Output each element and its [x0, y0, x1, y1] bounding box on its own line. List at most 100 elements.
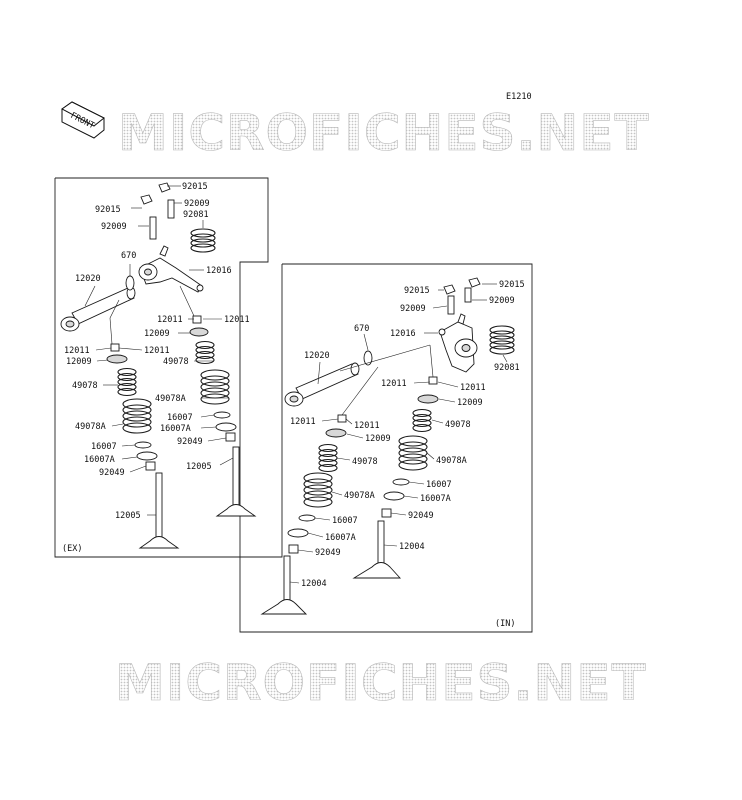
intake-label: (IN): [495, 619, 515, 629]
intake-part-label: 16007A: [420, 494, 451, 504]
intake-frame: [239, 263, 533, 633]
intake-outer-spring: [398, 435, 428, 471]
exhaust-part-label: 12011: [144, 346, 170, 356]
intake-cotter: [337, 414, 347, 423]
intake-part-label: 16007: [426, 480, 452, 490]
intake-o-ring: [363, 350, 373, 366]
exhaust-part-label: 16007A: [84, 455, 115, 465]
exhaust-spring-seat: [213, 411, 231, 419]
exhaust-part-label: 49078: [72, 381, 98, 391]
exhaust-part-label: 12005: [115, 511, 141, 521]
intake-panel: (IN): [239, 263, 533, 633]
exhaust-inner-spring: [195, 340, 215, 365]
intake-part-label: 12011: [290, 417, 316, 427]
exhaust-part-label: 12009: [144, 329, 170, 339]
exhaust-part-label: 16007: [91, 442, 117, 452]
exhaust-stem-seal: [225, 432, 236, 442]
exhaust-stem-seal: [145, 461, 156, 471]
intake-part-label: 670: [354, 324, 369, 334]
intake-valve: [260, 555, 308, 615]
intake-part-label: 92049: [315, 548, 341, 558]
intake-part-label: 49078A: [436, 456, 467, 466]
exhaust-part-label: 92049: [99, 468, 125, 478]
intake-retainer: [325, 428, 347, 438]
intake-part-label: 12009: [457, 398, 483, 408]
exhaust-part-label: 16007: [167, 413, 193, 423]
intake-part-label: 92009: [489, 296, 515, 306]
exhaust-part-label: 92009: [101, 222, 127, 232]
exhaust-part-label: 49078: [163, 357, 189, 367]
watermark-bottom: MICROFICHES.NET: [115, 654, 647, 712]
intake-part-label: 92015: [499, 280, 525, 290]
intake-part-label: 16007: [332, 516, 358, 526]
intake-part-label: 12011: [460, 383, 486, 393]
exhaust-lock-nut: [140, 194, 153, 205]
exhaust-spring-seat-a: [215, 422, 237, 432]
intake-cotter: [428, 376, 438, 385]
intake-leader-lines: [289, 283, 508, 584]
intake-part-label: 12004: [399, 542, 425, 552]
exhaust-part-label: 12011: [224, 315, 250, 325]
exhaust-part-label: 12020: [75, 274, 101, 284]
exhaust-part-label: 49078A: [155, 394, 186, 404]
intake-part-label: 12009: [365, 434, 391, 444]
exhaust-lock-nut: [158, 182, 171, 193]
intake-spring-seat: [392, 478, 410, 486]
exhaust-leader-lines: [84, 185, 234, 516]
exhaust-part-label: 49078A: [75, 422, 106, 432]
exhaust-retainer: [189, 327, 209, 337]
exhaust-panel: (EX): [54, 177, 269, 558]
intake-spring-seat: [298, 514, 316, 522]
intake-part-label: 12011: [381, 379, 407, 389]
exhaust-part-label: 12009: [66, 357, 92, 367]
exhaust-o-ring: [125, 275, 135, 291]
exhaust-part-label: 92015: [182, 182, 208, 192]
exhaust-part-label: 92049: [177, 437, 203, 447]
intake-rocker-shaft: [284, 362, 360, 407]
exhaust-cotter: [110, 343, 120, 352]
intake-part-label: 12016: [390, 329, 416, 339]
intake-stem-seal: [288, 544, 299, 554]
exhaust-part-label: 12011: [157, 315, 183, 325]
exhaust-part-label: 92081: [183, 210, 209, 220]
diagram-code: E1210: [506, 92, 532, 102]
intake-stem-seal: [381, 508, 392, 518]
intake-spring-seat-a: [383, 491, 405, 501]
intake-part-label: 12020: [304, 351, 330, 361]
exhaust-outer-spring: [122, 398, 152, 434]
intake-part-label: 49078: [445, 420, 471, 430]
intake-adjust-screw: [464, 287, 472, 303]
intake-part-label: 92049: [408, 511, 434, 521]
exhaust-valve: [215, 446, 257, 517]
intake-part-label: 49078A: [344, 491, 375, 501]
exhaust-part-label: 92015: [95, 205, 121, 215]
intake-inner-spring: [318, 443, 338, 473]
exhaust-rocker-shaft: [60, 286, 136, 332]
exhaust-valve: [138, 472, 180, 549]
intake-lock-nut: [468, 277, 481, 288]
intake-part-label: 92081: [494, 363, 520, 373]
intake-spring-seat-a: [287, 528, 309, 538]
exhaust-adjust-screw: [149, 216, 157, 240]
exhaust-inner-spring: [117, 367, 137, 397]
exhaust-part-label: 16007A: [160, 424, 191, 434]
intake-rocker-spring: [489, 325, 515, 355]
exhaust-outer-spring: [200, 369, 230, 405]
exhaust-part-label: 12011: [64, 346, 90, 356]
exhaust-frame: [54, 177, 269, 558]
intake-part-label: 12011: [354, 421, 380, 431]
exhaust-rocker-spring: [190, 228, 216, 253]
front-arrow-icon: FRONT: [61, 101, 105, 139]
exhaust-retainer: [106, 354, 128, 364]
exhaust-rocker-arm: [138, 245, 204, 293]
intake-part-label: 49078: [352, 457, 378, 467]
intake-part-label: 16007A: [325, 533, 356, 543]
exhaust-part-label: 92009: [184, 199, 210, 209]
exhaust-part-label: 12005: [186, 462, 212, 472]
exhaust-spring-seat: [134, 441, 152, 449]
exhaust-label: (EX): [62, 544, 82, 554]
intake-outer-spring: [303, 472, 333, 508]
exhaust-part-label: 670: [121, 251, 136, 261]
intake-retainer: [417, 394, 439, 404]
